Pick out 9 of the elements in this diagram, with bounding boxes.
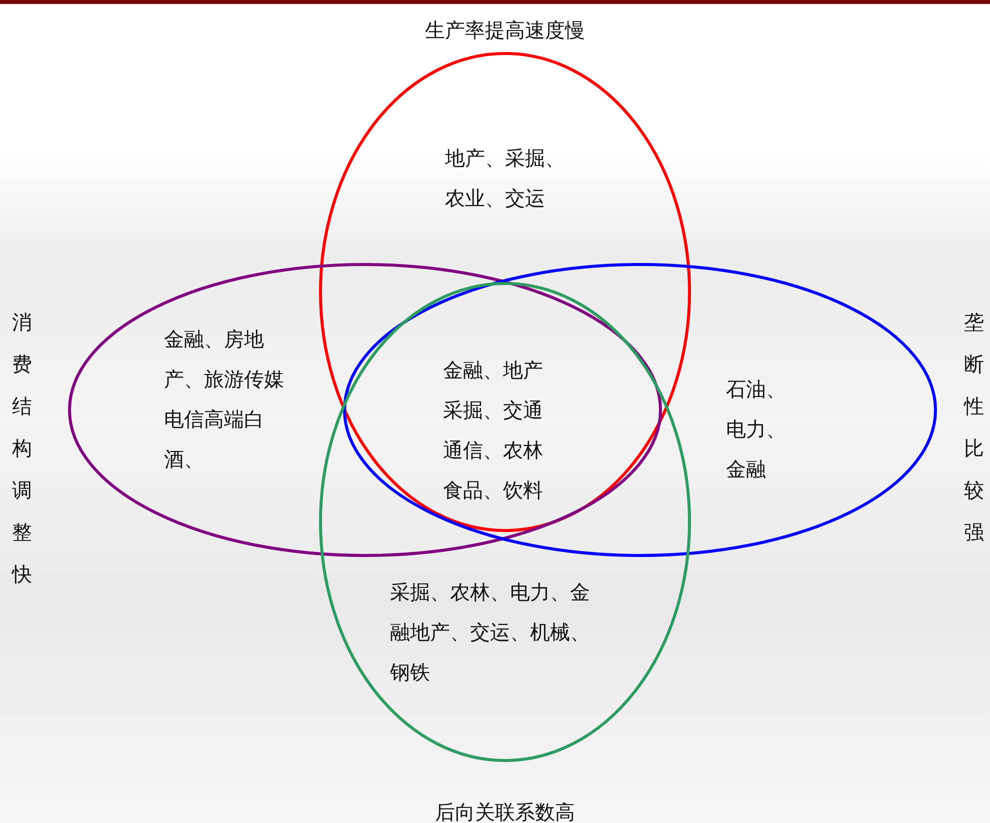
industry-list: 采掘、农林、电力、金融地产、交运、机械、钢铁 bbox=[390, 572, 590, 692]
industry-list: 地产、采掘、农业、交运 bbox=[445, 138, 565, 218]
set-heading: 后向关联系数高 bbox=[435, 799, 575, 823]
set-heading: 消费结构调整快 bbox=[11, 309, 33, 588]
set-heading: 垄断性比较强 bbox=[963, 309, 985, 546]
industry-list: 石油、电力、金融 bbox=[726, 369, 786, 489]
industry-list: 金融、房地产、旅游传媒电信高端白酒、 bbox=[164, 319, 284, 479]
industry-list: 金融、地产采掘、交通通信、农林食品、饮料 bbox=[443, 350, 543, 510]
set-heading: 生产率提高速度慢 bbox=[425, 17, 585, 44]
